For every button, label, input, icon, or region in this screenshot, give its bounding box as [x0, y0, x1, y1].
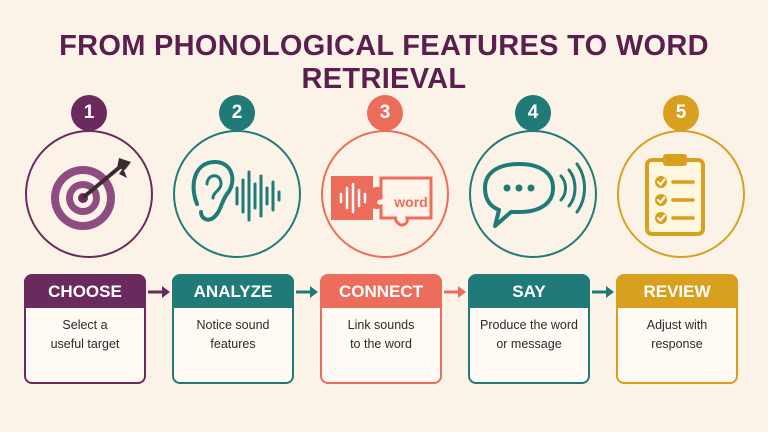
step-number-3: 3 — [367, 95, 403, 131]
step-label-choose: CHOOSE — [24, 276, 146, 308]
step-choose: 1 CHOOSE Select a useful target — [24, 0, 154, 432]
step-number-4: 4 — [515, 95, 551, 131]
target-icon — [51, 158, 131, 230]
step-label-review: REVIEW — [616, 276, 738, 308]
puzzle-word-label: word — [394, 194, 428, 210]
step-connect: 3 word CONNECT Link sounds to the word — [320, 0, 450, 432]
step-ring-4 — [469, 130, 597, 258]
step-description-2: Notice sound features — [196, 318, 270, 351]
step-label-analyze: ANALYZE — [172, 276, 294, 308]
checklist-icon — [645, 154, 705, 236]
step-description-5: Adjust with response — [646, 318, 708, 351]
step-ring-5 — [617, 130, 745, 258]
step-label-connect: CONNECT — [320, 276, 442, 308]
page-title: FROM PHONOLOGICAL FEATURES TO WORD RETRI… — [59, 30, 709, 95]
arrow-3-to-4 — [444, 286, 466, 298]
step-label-say: SAY — [468, 276, 590, 308]
arrow-4-to-5 — [592, 286, 614, 298]
step-analyze: 2 ANALYZE Notice sound features — [172, 0, 302, 432]
step-say: 4 SAY Produce the word or message — [468, 0, 598, 432]
step-description-3: Link sounds to the word — [347, 318, 415, 351]
arrow-1-to-2 — [148, 286, 170, 298]
step-number-1: 1 — [71, 95, 107, 131]
arrow-2-to-3 — [296, 286, 318, 298]
speech-bubble-icon — [483, 162, 586, 228]
step-ring-1 — [25, 130, 153, 258]
puzzle-icon — [331, 176, 433, 227]
step-description-1: Select a useful target — [50, 318, 120, 351]
step-description-4: Produce the word or message — [480, 318, 578, 351]
step-ring-2 — [173, 130, 301, 258]
step-ring-3: word — [321, 130, 449, 258]
step-review: 5 REVIEW Adjust with response — [616, 0, 746, 432]
ear-soundwave-icon — [191, 159, 281, 222]
step-number-2: 2 — [219, 95, 255, 131]
step-number-5: 5 — [663, 95, 699, 131]
